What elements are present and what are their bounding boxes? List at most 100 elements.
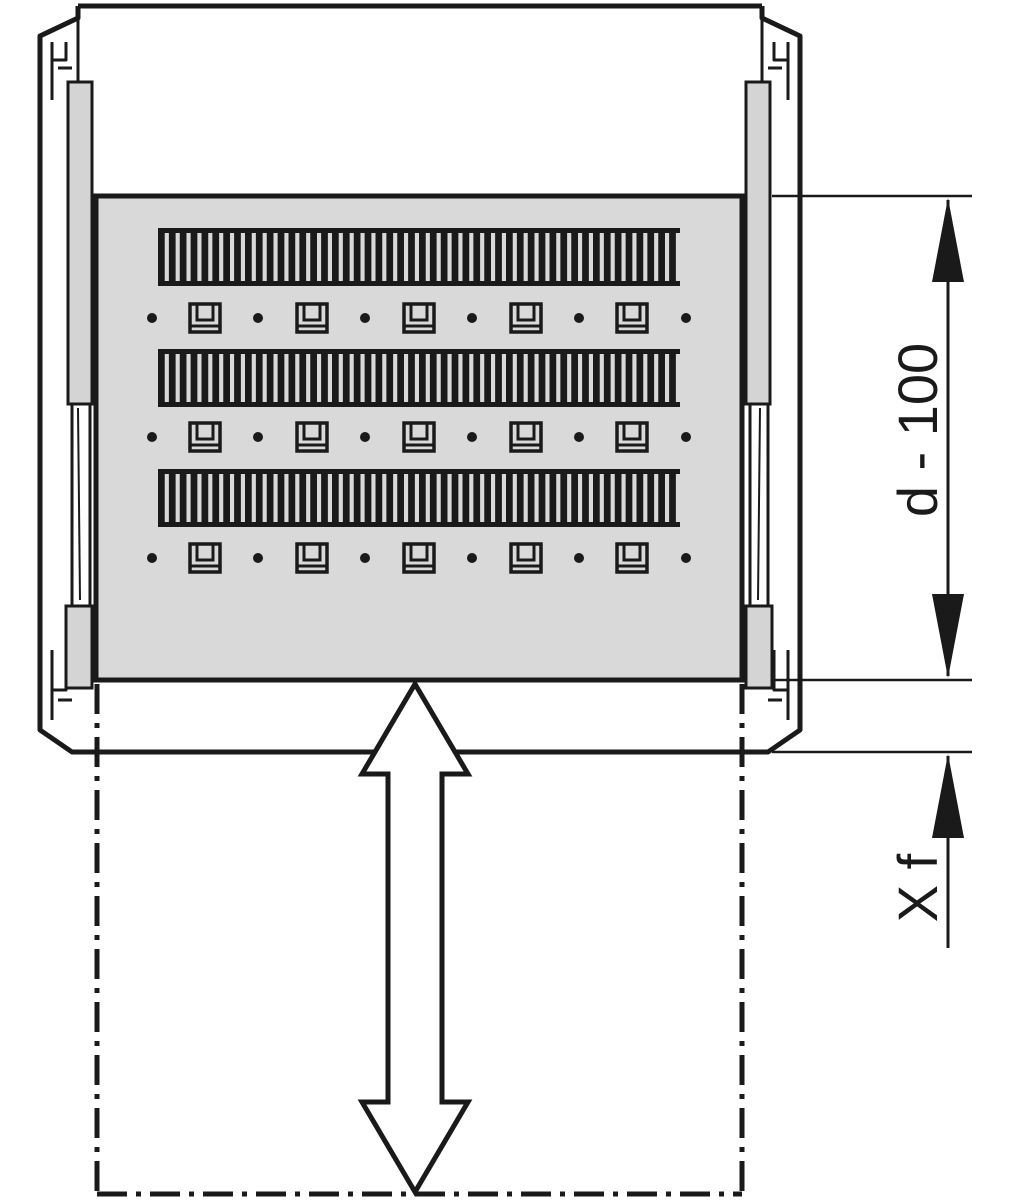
- slot-divider: [469, 233, 474, 281]
- slot-divider: [588, 354, 593, 402]
- mounting-hole: [253, 432, 263, 442]
- slot-divider: [306, 233, 311, 281]
- slot-divider: [643, 354, 648, 402]
- slot-divider: [577, 233, 583, 281]
- mounting-clip: [188, 421, 222, 453]
- slot-divider: [425, 474, 430, 522]
- slot-divider: [556, 354, 561, 402]
- slot-divider: [621, 354, 626, 402]
- slot-divider: [534, 474, 539, 522]
- slot-divider: [251, 474, 256, 522]
- slot-divider: [240, 474, 245, 522]
- slot-divider: [316, 233, 322, 281]
- slot-divider: [490, 233, 496, 281]
- slot-divider: [512, 474, 517, 522]
- slot-divider: [382, 354, 387, 402]
- slot-divider: [654, 354, 659, 402]
- slot-divider: [349, 474, 354, 522]
- depth-arrowhead-bottom: [932, 594, 964, 678]
- mounting-hole: [147, 553, 157, 563]
- slot-divider: [675, 233, 680, 281]
- mounting-hole: [360, 432, 370, 442]
- slot-divider: [545, 233, 550, 281]
- slot-divider: [414, 354, 419, 402]
- slot-divider: [447, 474, 452, 522]
- slot-divider: [175, 233, 180, 281]
- slot-divider: [447, 233, 452, 281]
- mounting-clip: [509, 421, 543, 453]
- slot-divider: [664, 233, 670, 281]
- slot-divider: [621, 233, 626, 281]
- slot-divider: [632, 474, 637, 522]
- slot-divider: [240, 233, 245, 281]
- slot-divider: [512, 233, 517, 281]
- slot-divider: [393, 474, 398, 522]
- mounting-clip: [615, 421, 649, 453]
- slot-divider: [229, 354, 235, 402]
- slot-divider: [621, 474, 626, 522]
- slot-divider: [654, 474, 659, 522]
- slot-divider: [632, 233, 637, 281]
- slot-divider: [295, 474, 300, 522]
- slot-divider: [403, 233, 409, 281]
- slot-divider: [490, 474, 496, 522]
- mounting-clip: [402, 302, 436, 334]
- slot-divider: [534, 354, 539, 402]
- slot-divider: [567, 474, 572, 522]
- slot-divider: [577, 474, 583, 522]
- slot-divider: [447, 354, 452, 402]
- slot-divider: [273, 474, 278, 522]
- slot-divider: [262, 233, 267, 281]
- slot-divider: [654, 233, 659, 281]
- mounting-hole: [681, 432, 691, 442]
- slot-divider: [588, 474, 593, 522]
- slot-divider: [556, 474, 561, 522]
- slot-divider: [414, 474, 419, 522]
- slot-divider: [382, 474, 387, 522]
- slot-divider: [327, 474, 332, 522]
- right-rail-upper: [744, 80, 772, 406]
- slot-divider: [501, 233, 506, 281]
- mounting-clip-rows: [147, 302, 691, 574]
- slot-divider: [273, 233, 278, 281]
- slot-divider: [349, 354, 354, 402]
- slot-divider: [186, 233, 191, 281]
- mounting-clip: [188, 542, 222, 574]
- slot-divider: [229, 233, 235, 281]
- slot-divider: [458, 474, 463, 522]
- slot-divider: [197, 233, 202, 281]
- mounting-hole: [681, 553, 691, 563]
- mounting-clip: [295, 302, 329, 334]
- slot-divider: [219, 354, 224, 402]
- slot-divider: [164, 233, 169, 281]
- slot-divider: [295, 233, 300, 281]
- slot-divider: [327, 354, 332, 402]
- slot-divider: [393, 354, 398, 402]
- slot-divider: [164, 474, 169, 522]
- slot-divider: [588, 233, 593, 281]
- slot-divider: [403, 474, 409, 522]
- slot-divider: [164, 354, 169, 402]
- left-slide-rail: [64, 80, 94, 690]
- slot-divider: [469, 474, 474, 522]
- slot-divider: [545, 354, 550, 402]
- slot-divider: [186, 474, 191, 522]
- slot-divider: [208, 354, 213, 402]
- slot-divider: [284, 354, 289, 402]
- slot-divider: [458, 233, 463, 281]
- slot-divider: [480, 233, 485, 281]
- dimension-arrowheads: [932, 198, 964, 838]
- slot-divider: [262, 474, 267, 522]
- left-rail-upper: [66, 80, 94, 406]
- mounting-hole: [574, 313, 584, 323]
- frame-hook-left-top: [50, 42, 72, 100]
- slot-divider: [240, 354, 245, 402]
- slot-divider: [284, 233, 289, 281]
- slot-divider: [371, 354, 376, 402]
- right-rail-lower: [744, 604, 774, 690]
- slot-divider: [262, 354, 267, 402]
- right-slide-rail: [744, 80, 774, 690]
- slot-divider: [567, 233, 572, 281]
- slot-divider: [610, 474, 615, 522]
